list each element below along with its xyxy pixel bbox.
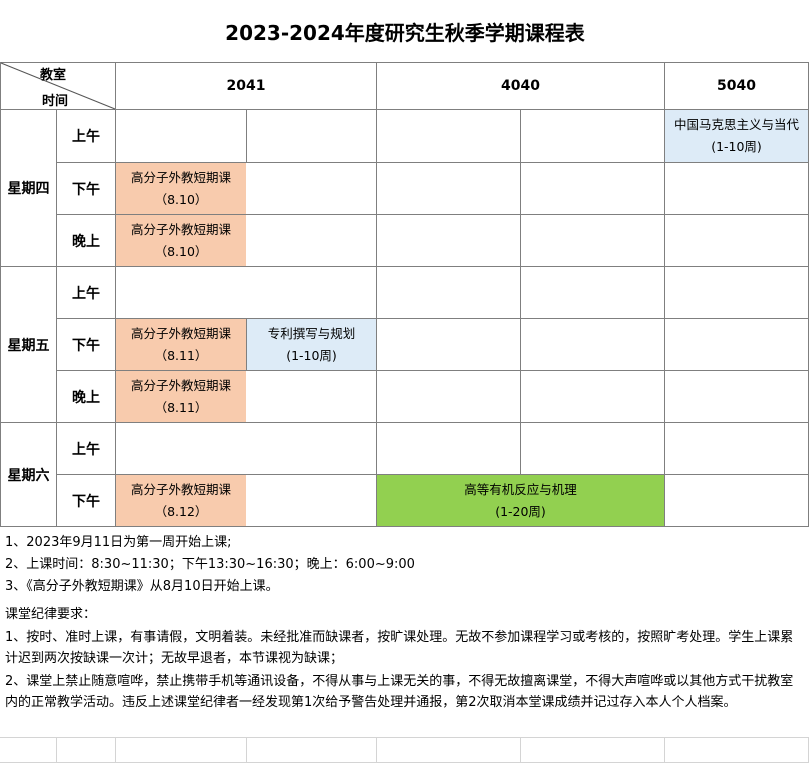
grid-line <box>56 370 809 371</box>
corner-diagonal <box>0 62 116 110</box>
discipline-rule: 1、按时、准时上课，有事请假，文明着装。未经批准而缺课者，按旷课处理。无故不参加… <box>5 630 794 666</box>
grid-line <box>0 62 809 63</box>
grid-line <box>115 62 116 527</box>
slot-label: 上午 <box>72 441 100 458</box>
course-name: 高等有机反应与机理 <box>464 481 577 497</box>
grid-line <box>246 319 247 371</box>
discipline-heading: 课堂纪律要求： <box>5 607 97 622</box>
slot-label: 上午 <box>72 129 100 145</box>
course-period: （8.12） <box>154 503 208 519</box>
grid-line <box>0 62 1 527</box>
course-name: 高分子外教短期课 <box>130 169 231 185</box>
slot-label: 晚上 <box>72 233 100 250</box>
corner-label-room: 教室 <box>40 68 67 83</box>
course-period: (1-20周) <box>495 503 546 519</box>
grid-line <box>520 738 521 763</box>
grid-line <box>808 62 809 527</box>
course-period: （8.11） <box>154 399 208 415</box>
course-period: (1-10周) <box>286 347 337 363</box>
course-name: 高分子外教短期课 <box>130 221 231 237</box>
grid-line <box>376 62 377 527</box>
course-cell: 高分子外教短期课 （8.10） <box>116 215 246 266</box>
room-header: 4040 <box>501 78 540 94</box>
course-period: （8.11） <box>154 347 208 363</box>
course-name: 高分子外教短期课 <box>130 325 231 341</box>
slot-label: 下午 <box>72 337 100 354</box>
grid-line <box>56 214 809 215</box>
day-label: 星期六 <box>7 467 50 484</box>
grid-line <box>56 318 809 319</box>
course-period: （8.10） <box>154 191 208 207</box>
course-name: 专利撰写与规划 <box>267 325 356 341</box>
schedule-title: 2023-2024年度研究生秋季学期课程表 <box>225 20 585 45</box>
discipline-rule: 2、课堂上禁止随意喧哗，禁止携带手机等通讯设备，不得从事与上课无关的事，不得无故… <box>5 674 794 710</box>
grid-line <box>115 738 116 763</box>
corner-label-time: 时间 <box>42 94 69 109</box>
grid-line <box>376 738 377 763</box>
course-cell: 高分子外教短期课 （8.11） <box>116 319 246 370</box>
grid-line <box>0 737 809 738</box>
grid-line <box>664 62 665 527</box>
grid-line <box>56 162 809 163</box>
note-line: 2、上课时间：8:30~11:30；下午13:30~16:30；晚上：6:00~… <box>5 557 415 572</box>
day-label: 星期五 <box>7 337 50 354</box>
slot-label: 上午 <box>72 285 100 302</box>
course-cell: 高等有机反应与机理 (1-20周) <box>377 475 664 526</box>
room-header: 5040 <box>717 78 756 94</box>
grid-line <box>246 110 247 163</box>
course-cell: 高分子外教短期课 （8.10） <box>116 163 246 214</box>
grid-line <box>246 738 247 763</box>
course-cell: 高分子外教短期课 （8.12） <box>116 475 246 526</box>
grid-line <box>0 422 809 423</box>
course-period: (1-10周) <box>711 139 762 154</box>
course-cell: 中国马克思主义与当代 (1-10周) <box>665 110 808 162</box>
grid-line <box>56 474 809 475</box>
grid-line <box>808 738 809 763</box>
course-cell: 高分子外教短期课 （8.11） <box>116 371 246 422</box>
note-line: 3、《高分子外教短期课》从8月10日开始上课。 <box>5 579 279 594</box>
course-cell: 专利撰写与规划 (1-10周) <box>247 319 376 370</box>
slot-label: 下午 <box>72 181 100 198</box>
room-header: 2041 <box>226 78 266 94</box>
course-period: （8.10） <box>154 243 208 259</box>
grid-line <box>0 266 809 267</box>
course-name: 中国马克思主义与当代 <box>673 117 799 132</box>
slot-label: 下午 <box>72 493 100 510</box>
note-line: 1、2023年9月11日为第一周开始上课; <box>5 535 232 550</box>
course-name: 高分子外教短期课 <box>130 481 231 497</box>
course-name: 高分子外教短期课 <box>130 377 231 393</box>
grid-line <box>520 110 521 475</box>
day-label: 星期四 <box>7 181 50 197</box>
grid-line <box>0 109 809 110</box>
grid-line <box>0 526 809 527</box>
grid-line <box>56 109 57 527</box>
grid-line <box>664 738 665 763</box>
slot-label: 晚上 <box>72 389 100 406</box>
grid-line <box>56 738 57 763</box>
